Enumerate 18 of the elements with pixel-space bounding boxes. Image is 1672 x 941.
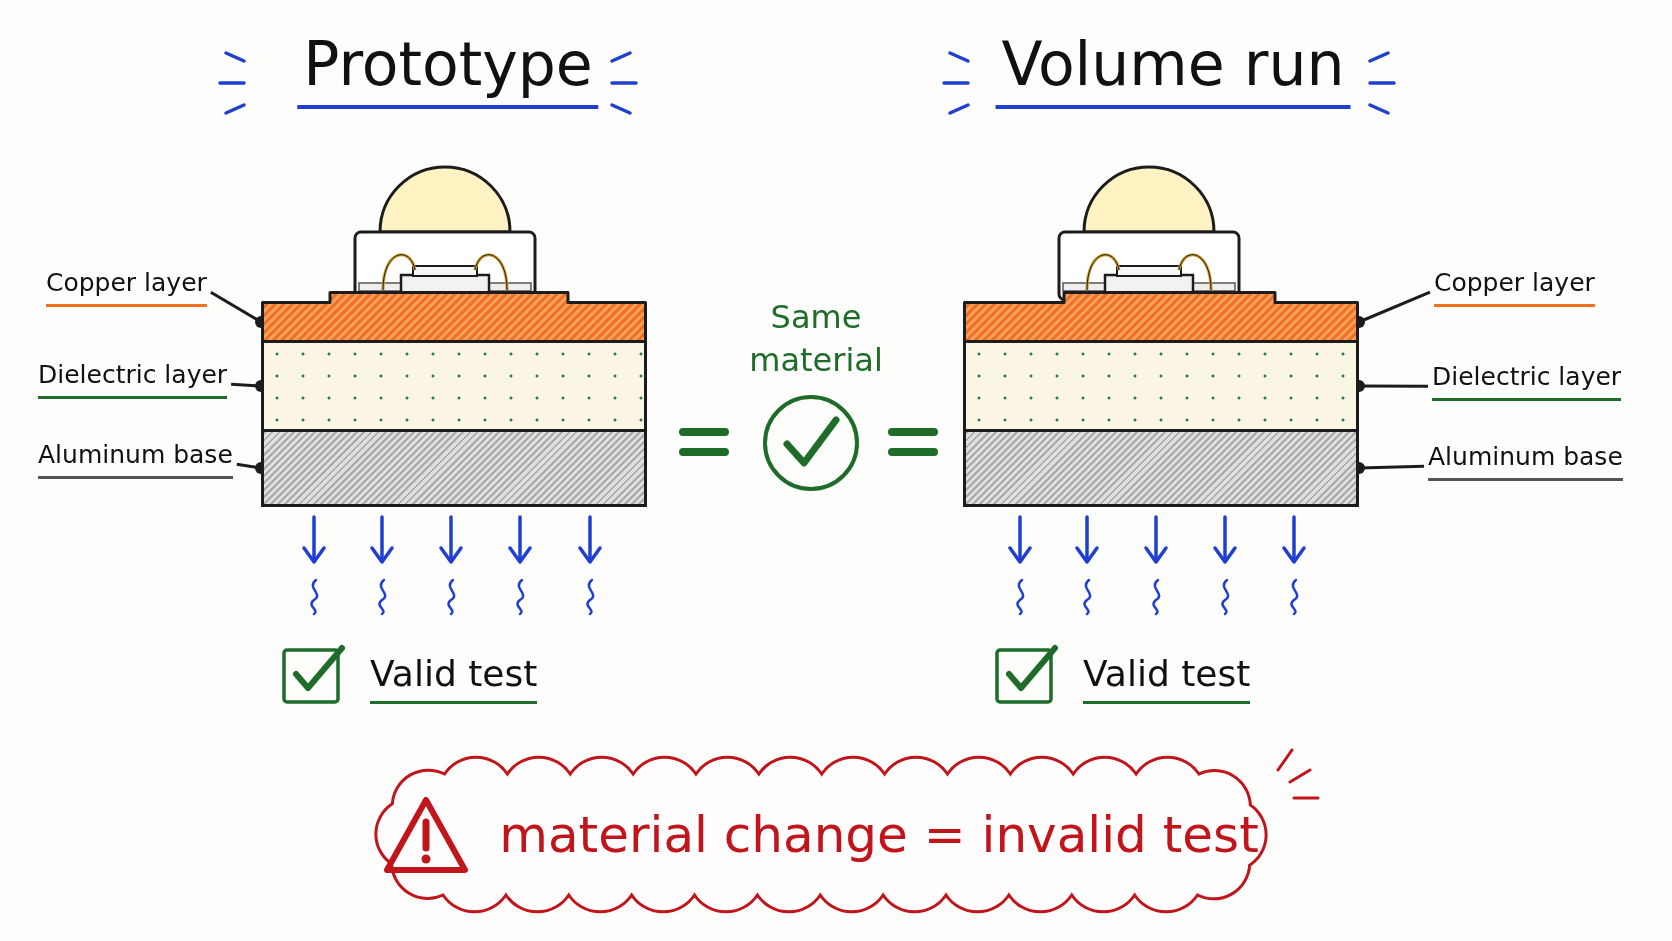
layer-label: Aluminum base — [1428, 442, 1623, 481]
copper-layer — [261, 291, 647, 343]
layer-label: Aluminum base — [38, 440, 233, 479]
aluminum-base-layer — [963, 429, 1359, 507]
result-label: Valid test — [370, 652, 538, 705]
aluminum-base-layer — [261, 429, 647, 507]
copper-layer — [963, 291, 1359, 343]
dielectric-layer — [261, 340, 647, 432]
warning-message: material change = invalid test — [499, 805, 1259, 864]
column-heading: Prototype — [297, 30, 599, 109]
layer-label: Dielectric layer — [38, 360, 228, 399]
layer-label: Copper layer — [1434, 268, 1595, 307]
layer-label: Dielectric layer — [1432, 362, 1622, 401]
result-label: Valid test — [1083, 652, 1251, 705]
layer-label: Copper layer — [46, 268, 207, 307]
dielectric-layer — [963, 340, 1359, 432]
same-material-note: Same material — [748, 297, 884, 382]
column-heading: Volume run — [995, 30, 1351, 109]
